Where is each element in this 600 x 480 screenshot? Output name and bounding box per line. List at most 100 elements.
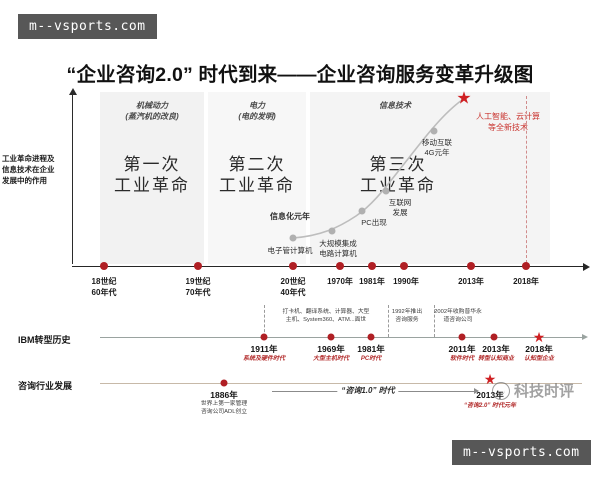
ibm-sub-1969: 大型主机时代 — [312, 356, 350, 362]
ibm-sub-2013: 转型认知商业 — [477, 356, 515, 362]
era-2-title: 第二次 工业革命 — [208, 154, 306, 197]
era-1-subtitle: 机械动力 (蒸汽机的改良) — [100, 100, 204, 122]
consulting-year-1886: 1886年 — [210, 390, 238, 400]
ibm-star-2018-icon: ★ — [532, 329, 546, 345]
curve-label-lsi-line-2: 电路计算机 — [319, 249, 357, 259]
ibm-note-products-line-2: 主机、System360、ATM...面世 — [285, 317, 367, 324]
ibm-note-1992-line-1: 1992年推出 — [391, 309, 423, 315]
ibm-note-consulting-1992: 1992年推出 咨询服务 — [385, 308, 429, 325]
logo-circle-icon — [492, 381, 510, 400]
era-3-subtitle: 信息技术 — [310, 100, 480, 111]
timeline-tick-2: 19世纪 70年代 — [186, 277, 211, 299]
era-1-title: 第一次 工业革命 — [100, 154, 204, 197]
timeline-tick-4: 1970年 — [327, 277, 353, 286]
curve-node-tube-computer — [289, 234, 297, 242]
timeline-tick-1-line-2: 60年代 — [91, 287, 117, 297]
timeline-dot-7 — [467, 262, 475, 270]
era-3-title: 第三次 工业革命 — [318, 154, 478, 197]
curve-label-mobile-line-1: 移动互联 — [422, 138, 452, 147]
consulting-timeline-axis — [100, 383, 582, 385]
timeline-dot-3 — [289, 262, 297, 270]
timeline-tick-6: 1990年 — [393, 277, 419, 286]
ibm-timeline-axis — [100, 333, 588, 341]
timeline-dot-2 — [194, 262, 202, 270]
ibm-dot-2013 — [490, 333, 498, 341]
ibm-sub-2018: 认知型企业 — [523, 356, 555, 362]
timeline-tick-3-line-1: 20世纪 — [280, 277, 306, 286]
curve-node-ai-star-icon: ★ — [456, 88, 472, 108]
ibm-year-1911: 1911年 — [250, 344, 278, 354]
consulting-dot-1886 — [220, 379, 228, 387]
curve-node-internet — [382, 187, 390, 195]
guide-line-ibm-1992 — [388, 305, 389, 337]
era-3-subtitle-line-1: 信息技术 — [379, 101, 411, 110]
curve-label-internet: 互联网 发展 — [389, 198, 412, 218]
row-label-ibm: IBM转型历史 — [18, 335, 71, 345]
y-axis-label: 工业革命进程及 信息技术在企业 发展中的作用 — [2, 154, 70, 187]
curve-node-pc — [358, 207, 366, 215]
ibm-sub-2011: 软件时代 — [449, 356, 475, 362]
era-1-title-line-1: 第一次 — [123, 155, 181, 174]
watermark-top: m--vsports.com — [18, 14, 157, 39]
timeline-tick-8: 2018年 — [513, 277, 539, 286]
era-2-subtitle: 电力 (电的发明) — [208, 100, 306, 122]
timeline-tick-5: 1981年 — [359, 277, 385, 286]
curve-label-lsi-computer: 大规模集成 电路计算机 — [319, 239, 357, 259]
ibm-year-2018: 2018年 — [525, 344, 553, 354]
era-band-1 — [100, 92, 204, 264]
timeline-tick-1-line-1: 18世纪 — [91, 277, 117, 286]
ibm-note-products-line-1: 打卡机、翻译系统、计算器、大型 — [282, 309, 370, 315]
timeline-dot-5 — [368, 262, 376, 270]
consulting-era-label: “咨询1.0” 时代 — [337, 385, 399, 396]
consulting-note-adl: 世界上第一家管理 咨询公司ADL创立 — [184, 400, 264, 417]
era-1-subtitle-line-1: 机械动力 — [136, 101, 168, 110]
curve-label-internet-line-2: 发展 — [392, 208, 408, 218]
guide-line-2018-chart — [526, 96, 527, 268]
ibm-note-2002-line-2: 道咨询公司 — [443, 317, 473, 324]
curve-label-info-year: 信息化元年 — [270, 212, 310, 221]
logo-watermark-text: 科技时评 — [514, 382, 575, 400]
consulting-note-adl-line-1: 世界上第一家管理 — [200, 401, 248, 407]
timeline-tick-3: 20世纪 40年代 — [281, 277, 306, 299]
y-axis-label-line-1: 工业革命进程及 — [2, 154, 55, 163]
consulting-note-adl-line-2: 咨询公司ADL创立 — [200, 409, 248, 416]
curve-label-mobile-line-2: 4G元年 — [424, 148, 450, 158]
timeline-dot-4 — [336, 262, 344, 270]
curve-node-mobile — [430, 127, 438, 135]
era-2-subtitle-line-2: (电的发明) — [238, 112, 276, 122]
ibm-note-products: 打卡机、翻译系统、计算器、大型 主机、System360、ATM...面世 — [262, 308, 390, 325]
era-2-title-line-2: 工业革命 — [219, 176, 295, 196]
industrial-revolution-chart: 工业革命进程及 信息技术在企业 发展中的作用 机械动力 (蒸汽机的改良) 第一次… — [0, 88, 600, 282]
timeline-tick-2-line-1: 19世纪 — [185, 277, 211, 286]
curve-label-ai: 人工智能、云计算 等全新技术 — [476, 112, 540, 134]
timeline-dot-1 — [100, 262, 108, 270]
timeline-tick-1: 18世纪 60年代 — [92, 277, 117, 299]
era-2-subtitle-line-1: 电力 — [249, 101, 265, 110]
logo-watermark: 科技时评 — [492, 380, 574, 401]
ibm-sub-1911: 系统及硬件时代 — [242, 356, 286, 362]
curve-node-lsi-computer — [328, 227, 336, 235]
ibm-year-2013: 2013年 — [482, 344, 510, 354]
era-1-subtitle-line-2: (蒸汽机的改良) — [125, 112, 179, 122]
timeline-tick-7: 2013年 — [458, 277, 484, 286]
ibm-year-1969: 1969年 — [317, 344, 345, 354]
page-title: “企业咨询2.0” 时代到来——企业咨询服务变革升级图 — [66, 64, 534, 86]
era-3-title-line-1: 第三次 — [369, 155, 427, 174]
ibm-dot-1911 — [260, 333, 268, 341]
timeline-dot-6 — [400, 262, 408, 270]
ibm-sub-1981: PC时代 — [360, 356, 382, 362]
timeline-tick-3-line-2: 40年代 — [280, 287, 306, 297]
row-label-consulting: 咨询行业发展 — [18, 381, 73, 391]
timeline-tick-2-line-2: 70年代 — [185, 287, 211, 297]
y-axis-label-line-2: 信息技术在企业 — [2, 164, 55, 174]
ibm-year-2011: 2011年 — [448, 344, 476, 354]
curve-label-ai-line-2: 等全新技术 — [488, 122, 528, 132]
watermark-bottom: m--vsports.com — [452, 440, 591, 465]
ibm-dot-2011 — [458, 333, 466, 341]
era-2-title-line-1: 第二次 — [228, 155, 286, 174]
consulting-year-2013: 2013年 — [476, 390, 504, 400]
curve-label-pc: PC出现 — [361, 218, 387, 227]
y-axis-label-line-3: 发展中的作用 — [2, 175, 47, 185]
ibm-dot-1981 — [367, 333, 375, 341]
